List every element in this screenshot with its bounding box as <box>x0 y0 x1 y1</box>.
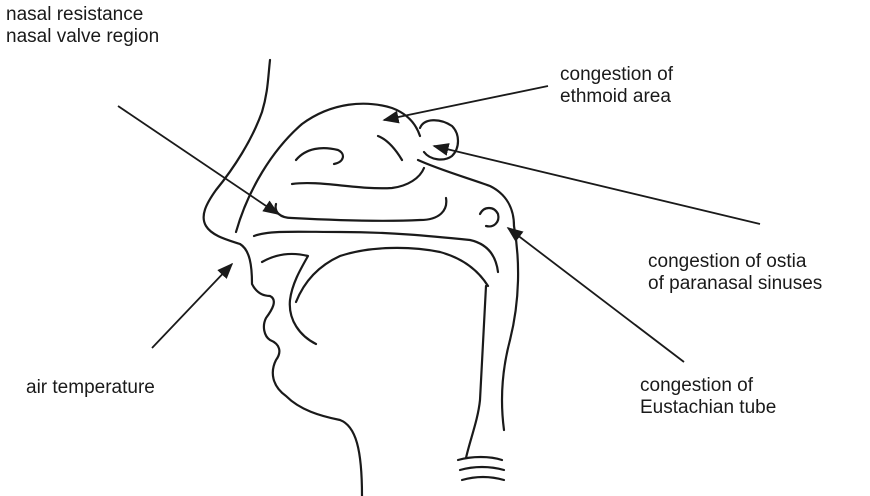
larynx-outline <box>466 286 486 458</box>
label-air-temperature-line1: air temperature <box>26 377 155 399</box>
label-nasal-resistance-line1: nasal resistance <box>6 4 159 26</box>
label-eustachian: congestion of Eustachian tube <box>640 375 776 419</box>
oral-cavity-outline <box>262 254 316 344</box>
nasal-cavity-roof <box>236 104 420 232</box>
face-profile-outline <box>204 60 362 496</box>
label-eustachian-line1: congestion of <box>640 375 776 397</box>
label-nasal-resistance-line2: nasal valve region <box>6 26 159 48</box>
eustachian-opening <box>480 208 498 226</box>
arrow-ostia <box>434 146 760 224</box>
pharynx-wall <box>502 226 518 430</box>
label-ostia-line1: congestion of ostia <box>648 251 822 273</box>
arrow-eustachian <box>508 228 684 362</box>
label-ostia: congestion of ostia of paranasal sinuses <box>648 251 822 295</box>
label-eustachian-line2: Eustachian tube <box>640 397 776 419</box>
upper-turbinate <box>296 136 402 164</box>
middle-turbinate <box>292 168 424 188</box>
label-nasal-resistance: nasal resistance nasal valve region <box>6 4 159 48</box>
tongue-surface <box>296 248 488 302</box>
label-ostia-line2: of paranasal sinuses <box>648 273 822 295</box>
label-ethmoid-line2: ethmoid area <box>560 86 673 108</box>
arrow-air-temperature <box>152 264 232 348</box>
ethmoid-structure <box>420 120 458 159</box>
arrow-ethmoid <box>384 86 548 120</box>
trachea-rings <box>458 457 504 480</box>
label-ethmoid: congestion of ethmoid area <box>560 64 673 108</box>
arrow-nasal-valve <box>118 106 278 214</box>
label-ethmoid-line1: congestion of <box>560 64 673 86</box>
inferior-turbinate <box>276 198 447 221</box>
label-air-temperature: air temperature <box>26 377 155 399</box>
hard-palate <box>254 232 498 272</box>
sphenoid-wall <box>418 160 514 226</box>
